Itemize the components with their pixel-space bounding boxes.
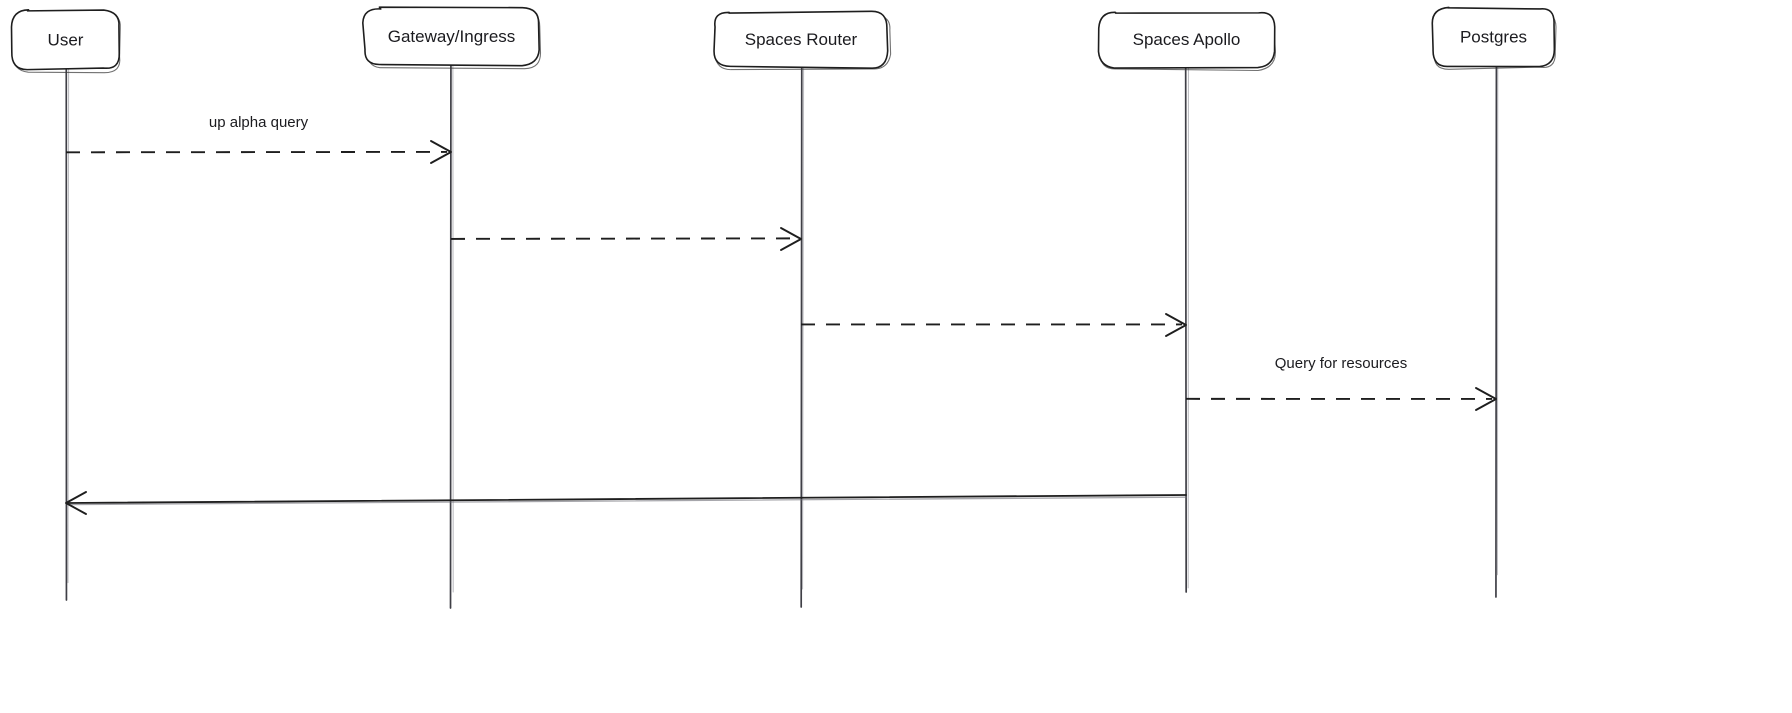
lifeline-gateway bbox=[449, 64, 454, 609]
message-label-m4: Query for resources bbox=[1275, 355, 1408, 372]
lifeline-spaces-router bbox=[800, 66, 805, 608]
participant-label-spaces-apollo: Spaces Apollo bbox=[1133, 30, 1241, 49]
participant-gateway[interactable]: Gateway/Ingress bbox=[362, 6, 542, 70]
message-line bbox=[68, 494, 1187, 504]
participant-label-user: User bbox=[48, 30, 84, 49]
lifeline-spaces-apollo bbox=[1184, 66, 1190, 593]
participant-box bbox=[1431, 6, 1556, 68]
participant-spaces-router[interactable]: Spaces Router bbox=[713, 10, 892, 71]
message-label-m1: up alpha query bbox=[209, 114, 309, 131]
message-line bbox=[450, 237, 798, 240]
message-m4[interactable]: Query for resources bbox=[1185, 355, 1497, 411]
participant-box bbox=[362, 6, 540, 67]
participant-user[interactable]: User bbox=[10, 9, 121, 74]
lifelines-layer bbox=[65, 64, 1499, 609]
participant-label-postgres: Postgres bbox=[1460, 27, 1527, 46]
participant-box bbox=[713, 10, 889, 69]
participant-label-spaces-router: Spaces Router bbox=[745, 30, 858, 49]
arrow-head-m1 bbox=[430, 140, 452, 164]
arrow-head-m5 bbox=[65, 491, 87, 515]
participants-layer: User Gateway/Ingress Spaces Router Spaces A… bbox=[10, 6, 1557, 74]
message-m1[interactable]: up alpha query bbox=[65, 114, 452, 164]
participant-spaces-apollo[interactable]: Spaces Apollo bbox=[1097, 11, 1276, 72]
arrow-head-m3 bbox=[1165, 313, 1187, 337]
participant-box bbox=[1097, 11, 1276, 69]
lifeline-user bbox=[65, 68, 70, 601]
message-m3[interactable] bbox=[800, 313, 1187, 337]
message-line-ghost bbox=[68, 496, 1187, 506]
message-m2[interactable] bbox=[450, 227, 802, 251]
participant-box bbox=[10, 9, 121, 71]
lifeline-postgres bbox=[1495, 65, 1499, 598]
arrow-head-m2 bbox=[780, 227, 802, 251]
participant-postgres[interactable]: Postgres bbox=[1431, 6, 1557, 70]
arrow-head-m4 bbox=[1475, 387, 1497, 411]
message-m5[interactable] bbox=[65, 491, 1187, 515]
participant-label-gateway: Gateway/Ingress bbox=[388, 27, 516, 46]
